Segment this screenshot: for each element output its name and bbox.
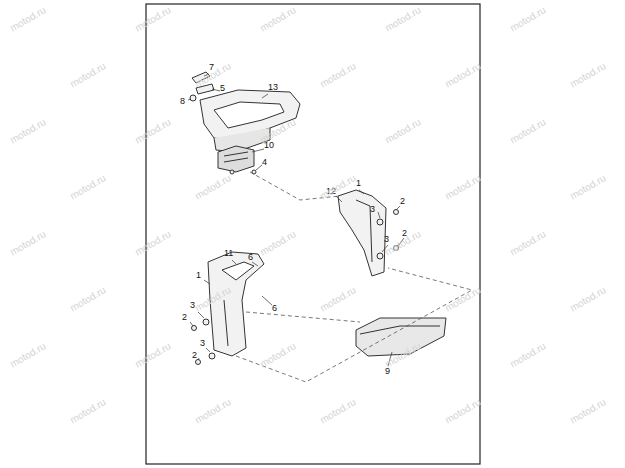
watermark: motod.ru [193, 396, 233, 425]
watermark: motod.ru [68, 284, 108, 313]
watermark: motod.ru [508, 340, 548, 369]
watermark: motod.ru [443, 172, 483, 201]
watermark: motod.ru [193, 172, 233, 201]
watermark: motod.ru [68, 60, 108, 89]
watermark: motod.ru [383, 116, 423, 145]
watermark: motod.ru [568, 396, 608, 425]
watermark: motod.ru [258, 340, 298, 369]
watermark: motod.ru [508, 4, 548, 33]
callout-number: 11 [224, 248, 233, 258]
watermark: motod.ru [568, 172, 608, 201]
watermark: motod.ru [508, 228, 548, 257]
callout-number: 3 [384, 234, 389, 244]
watermark: motod.ru [8, 340, 48, 369]
watermark: motod.ru [318, 60, 358, 89]
callout-number: 6 [272, 303, 277, 313]
watermark: motod.ru [8, 116, 48, 145]
callout-number: 2 [400, 196, 405, 206]
callout-number: 6 [248, 252, 253, 262]
watermark: motod.ru [568, 60, 608, 89]
callout-number: 8 [180, 96, 185, 106]
watermark: motod.ru [133, 4, 173, 33]
watermark: motod.ru [258, 228, 298, 257]
watermark: motod.ru [68, 172, 108, 201]
watermark: motod.ru [318, 396, 358, 425]
watermark: motod.ru [133, 340, 173, 369]
callout-number: 3 [370, 204, 375, 214]
watermark: motod.ru [443, 60, 483, 89]
watermark: motod.ru [568, 284, 608, 313]
callout-number: 13 [268, 82, 278, 92]
watermark: motod.ru [258, 4, 298, 33]
watermark: motod.ru [443, 284, 483, 313]
callout-number: 2 [182, 312, 187, 322]
watermark: motod.ru [133, 116, 173, 145]
watermark: motod.ru [133, 228, 173, 257]
watermark: motod.ru [318, 284, 358, 313]
watermark: motod.ru [443, 396, 483, 425]
watermark: motod.ru [383, 4, 423, 33]
watermark: motod.ru [8, 228, 48, 257]
callout-number: 5 [220, 83, 225, 93]
callout-number: 3 [200, 338, 205, 348]
watermark: motod.ru [508, 116, 548, 145]
callout-number: 1 [196, 270, 201, 280]
watermark: motod.ru [68, 396, 108, 425]
callout-number: 4 [262, 157, 267, 167]
watermark: motod.ru [8, 4, 48, 33]
callout-number: 2 [192, 350, 197, 360]
